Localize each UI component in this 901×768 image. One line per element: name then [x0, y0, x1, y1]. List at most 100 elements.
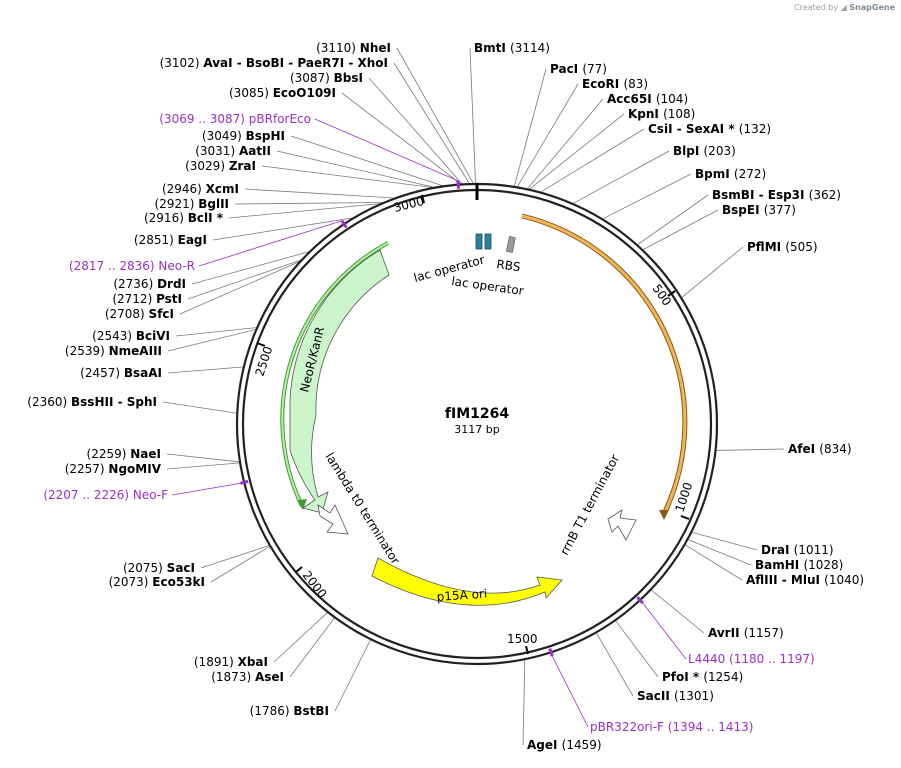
primer-label[interactable]: (2817 .. 2836) Neo-R — [69, 259, 195, 273]
feature-label-p15a: p15A ori — [436, 587, 487, 604]
restriction-site-label[interactable]: (2257) NgoMIV — [65, 462, 162, 476]
site-position: (1157) — [744, 626, 784, 640]
credit-prefix: Created by — [794, 3, 839, 12]
site-leader-line — [687, 538, 752, 566]
site-leader-line — [680, 246, 744, 299]
site-position: (1786) — [250, 704, 294, 718]
feature-lac-operators[interactable]: lac operator lac operator RBS — [412, 233, 525, 298]
site-leader-line — [166, 453, 241, 463]
site-leader-line — [228, 203, 383, 219]
site-position: (2851) — [134, 233, 178, 247]
restriction-site-label[interactable]: BamHI (1028) — [755, 558, 843, 572]
site-leader-line — [234, 202, 385, 205]
site-leader-lines — [162, 47, 785, 746]
restriction-site-label[interactable]: (2075) SacI — [123, 561, 195, 575]
site-leader-line — [539, 128, 645, 193]
restriction-site-label[interactable]: BlpI (203) — [673, 144, 736, 158]
site-leader-line — [179, 260, 301, 315]
site-position: (3049) — [202, 129, 246, 143]
site-position: (108) — [663, 107, 695, 121]
plasmid-name: fIM1264 — [445, 406, 509, 422]
restriction-site-label[interactable]: BmtI (3114) — [474, 41, 550, 55]
restriction-site-label[interactable]: (1786) BstBI — [250, 704, 329, 718]
site-leader-line — [595, 632, 634, 697]
restriction-site-label[interactable]: (1891) XbaI — [194, 655, 268, 669]
enzyme-name: AvaI - BsoBI - PaeR7I - XhoI — [203, 56, 388, 70]
restriction-site-label[interactable]: SacII (1301) — [637, 689, 714, 703]
site-position: (3114) — [510, 41, 550, 55]
site-leader-line — [691, 531, 758, 551]
restriction-site-label[interactable]: (3031) AatII — [195, 144, 271, 158]
primer-leader-line — [314, 118, 458, 182]
primer-label[interactable]: (3069 .. 3087) pBRforEco — [159, 112, 311, 126]
feature-label-rrnb: rrnB T1 terminator — [557, 452, 622, 557]
site-position: (3031) — [195, 144, 239, 158]
site-leader-line — [244, 188, 396, 199]
restriction-site-label[interactable]: PacI (77) — [550, 62, 607, 76]
plasmid-length: 3117 bp — [454, 423, 499, 436]
restriction-site-label[interactable]: (3087) BbsI — [290, 71, 363, 85]
site-leader-line — [636, 194, 709, 246]
enzyme-name: BsmBI - Esp3I — [712, 188, 809, 202]
feature-p15a-ori[interactable]: p15A ori — [371, 557, 563, 606]
restriction-site-label[interactable]: CsiI - SexAI * (132) — [648, 122, 771, 136]
site-leader-line — [166, 462, 241, 470]
restriction-site-label[interactable]: KpnI (108) — [628, 107, 695, 121]
site-leader-line — [341, 92, 462, 185]
site-leader-line — [528, 113, 625, 190]
restriction-site-label[interactable]: EcoRI (83) — [582, 77, 648, 91]
restriction-site-label[interactable]: (2543) BciVI — [92, 329, 170, 343]
feature-neor-kanr[interactable]: NeoR/KanR — [280, 241, 390, 514]
restriction-site-label[interactable]: (3085) EcoO109I — [229, 86, 336, 100]
enzyme-name: AfeI — [788, 442, 819, 456]
restriction-site-label[interactable]: AvrII (1157) — [708, 626, 784, 640]
primer-label[interactable]: L4440 (1180 .. 1197) — [688, 652, 815, 666]
enzyme-name: AvrII — [708, 626, 744, 640]
site-position: (2916) — [144, 211, 188, 225]
restriction-site-label[interactable]: (3049) BspHI — [202, 129, 285, 143]
primer-label[interactable]: pBR322ori-F (1394 .. 1413) — [590, 720, 753, 734]
restriction-site-label[interactable]: AflIII - MluI (1040) — [746, 573, 864, 587]
restriction-site-label[interactable]: (2360) BssHII - SphI — [27, 395, 157, 409]
restriction-site-label[interactable]: BspEI (377) — [722, 203, 796, 217]
restriction-site-label[interactable]: (2457) BsaAI — [80, 366, 162, 380]
site-position: (203) — [704, 144, 736, 158]
restriction-site-label[interactable]: AfeI (834) — [788, 442, 852, 456]
enzyme-name: EcoO109I — [273, 86, 336, 100]
restriction-site-label[interactable]: (2921) BglII — [155, 197, 230, 211]
enzyme-name: SfcI — [149, 307, 174, 321]
enzyme-name: BciVI — [136, 329, 170, 343]
site-position: (1011) — [794, 543, 834, 557]
primer-label[interactable]: (2207 .. 2226) Neo-F — [43, 488, 168, 502]
feature-lambda-t0-terminator[interactable]: lambda t0 terminator — [317, 450, 403, 567]
restriction-site-label[interactable]: PflMI (505) — [747, 240, 818, 254]
primer-marker — [239, 479, 249, 485]
restriction-site-label[interactable]: BsmBI - Esp3I (362) — [712, 188, 841, 202]
restriction-site-label[interactable]: (3102) AvaI - BsoBI - PaeR7I - XhoI — [160, 56, 388, 70]
restriction-site-label[interactable]: (2946) XcmI — [162, 182, 239, 196]
restriction-site-label[interactable]: BpmI (272) — [695, 167, 766, 181]
feature-rrnb-t1-terminator[interactable]: rrnB T1 terminator — [557, 452, 637, 557]
restriction-site-label[interactable]: (3029) ZraI — [185, 159, 256, 173]
restriction-site-label[interactable]: DraI (1011) — [761, 543, 834, 557]
restriction-site-label[interactable]: (2851) EagI — [134, 233, 207, 247]
enzyme-name: PacI — [550, 62, 582, 76]
restriction-site-label[interactable]: (2736) DrdI — [113, 277, 186, 291]
restriction-site-label[interactable]: (1873) AseI — [211, 670, 284, 684]
restriction-site-label[interactable]: AgeI (1459) — [527, 738, 602, 752]
restriction-site-label[interactable]: (3110) NheI — [316, 41, 391, 55]
restriction-site-label[interactable]: (2916) BclI * — [144, 211, 224, 225]
restriction-site-labels: (3110) NheI BmtI (3114) (3102) AvaI - BsoB… — [27, 41, 864, 752]
enzyme-name: BsaAI — [124, 366, 162, 380]
restriction-site-label[interactable]: (2073) Eco53kI — [109, 575, 205, 589]
enzyme-name: NgoMIV — [108, 462, 161, 476]
restriction-site-label[interactable]: (2539) NmeAIII — [65, 344, 162, 358]
enzyme-name: CsiI - SexAI * — [648, 122, 739, 136]
restriction-site-label[interactable]: (2712) PstI — [112, 292, 182, 306]
restriction-site-label[interactable]: PfoI * (1254) — [662, 670, 743, 684]
restriction-site-label[interactable]: Acc65I (104) — [607, 92, 688, 106]
restriction-site-label[interactable]: (2708) SfcI — [105, 307, 174, 321]
restriction-site-label[interactable]: (2259) NaeI — [87, 447, 161, 461]
enzyme-name: ZraI — [229, 159, 256, 173]
